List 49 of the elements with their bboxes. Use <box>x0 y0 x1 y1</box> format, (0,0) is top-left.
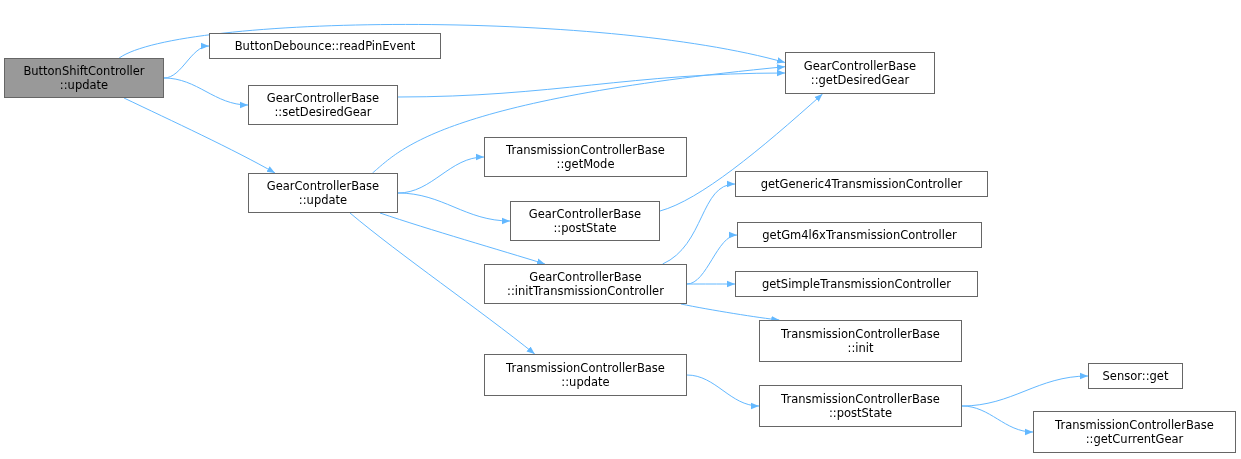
function-name: Sensor::get <box>1102 369 1169 383</box>
function-box <box>785 52 935 94</box>
call-arrow <box>379 212 546 265</box>
function-name: ButtonShiftController ::update <box>22 64 146 92</box>
function-box <box>248 85 398 125</box>
function-name: getSimpleTransmissionController <box>762 277 951 291</box>
function-name: GearControllerBase ::initTransmissionController <box>506 270 665 298</box>
call-arrow <box>372 64 786 174</box>
function-box <box>209 33 441 59</box>
function-box <box>510 201 660 241</box>
call-arrow <box>397 154 485 194</box>
call-arrow <box>662 182 736 265</box>
function-box <box>759 385 962 427</box>
function-box <box>735 271 978 297</box>
function-name: TransmissionControllerBase ::postState <box>780 392 941 420</box>
function-box <box>1033 411 1236 453</box>
call-arrow <box>163 44 210 79</box>
function-box <box>484 264 687 304</box>
function-box <box>759 320 962 362</box>
function-box <box>1088 363 1183 389</box>
function-name: TransmissionControllerBase ::update <box>505 361 666 389</box>
function-box <box>737 222 982 248</box>
call-arrow <box>686 233 738 285</box>
function-box <box>735 171 988 197</box>
call-arrow <box>349 212 536 355</box>
call-arrow <box>961 373 1089 407</box>
function-box <box>4 58 164 98</box>
call-arrow <box>397 192 511 224</box>
function-name: GearControllerBase ::setDesiredGear <box>265 91 381 119</box>
function-name: TransmissionControllerBase ::getCurrentGear <box>1054 418 1215 446</box>
function-name: getGm4l6xTransmissionController <box>762 228 957 242</box>
function-box <box>484 354 687 396</box>
function-name: GearControllerBase ::getDesiredGear <box>802 59 918 87</box>
call-arrow <box>397 69 786 98</box>
function-box <box>248 173 398 213</box>
function-name: GearControllerBase ::postState <box>527 207 643 235</box>
function-name: getGeneric4TransmissionController <box>760 177 963 191</box>
call-arrow <box>118 23 786 64</box>
function-name: ButtonDebounce::readPinEvent <box>234 39 416 53</box>
function-name: GearControllerBase ::update <box>265 179 381 207</box>
function-name: TransmissionControllerBase ::init <box>780 327 941 355</box>
call-arrow <box>961 405 1034 435</box>
call-arrow <box>686 280 736 288</box>
call-arrow <box>163 77 249 108</box>
call-arrow <box>659 93 823 212</box>
function-name: TransmissionControllerBase ::getMode <box>505 143 666 171</box>
call-arrow <box>123 97 276 174</box>
function-box <box>484 137 687 177</box>
call-arrow <box>686 374 760 409</box>
